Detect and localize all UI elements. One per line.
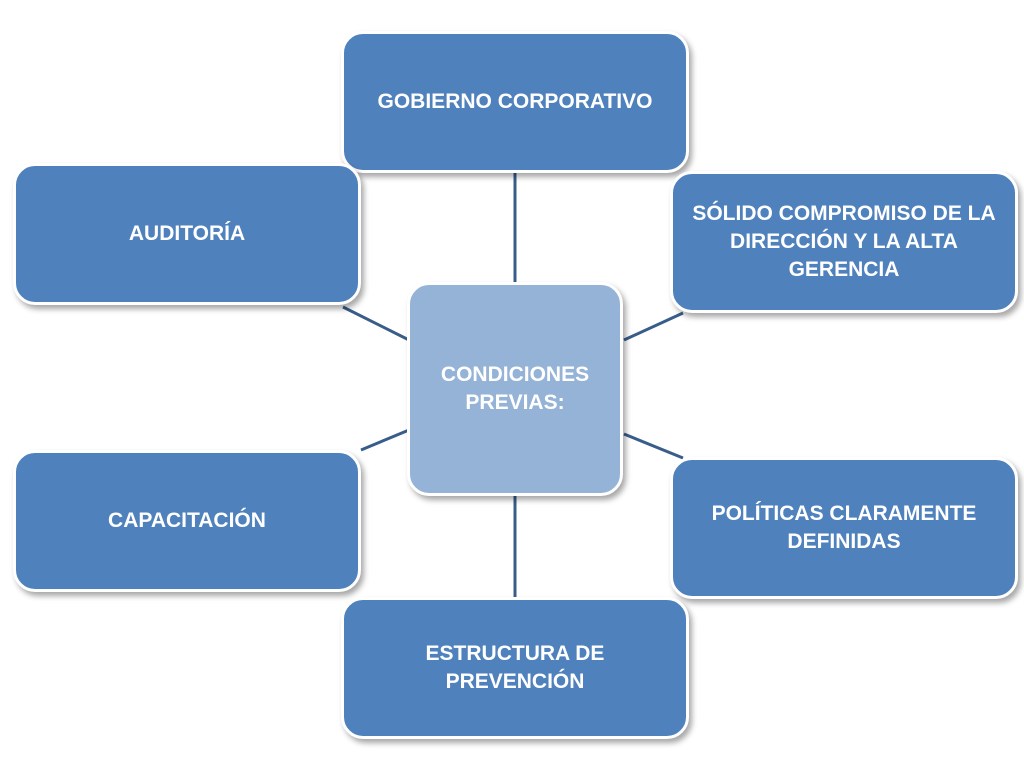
node-label: CAPACITACIÓN: [108, 509, 266, 532]
connector-capacitacion: [360, 428, 410, 452]
node-label: ESTRUCTURA DE PREVENCIÓN: [425, 642, 605, 693]
node-solido-compromiso: SÓLIDO COMPROMISO DE LA DIRECCIÓN Y LA A…: [670, 171, 1018, 313]
node-label: AUDITORÍA: [128, 222, 246, 245]
node-estructura-prevencion: ESTRUCTURA DE PREVENCIÓN: [341, 597, 689, 739]
connector-politicas: [623, 432, 684, 460]
node-capacitacion: CAPACITACIÓN: [13, 450, 361, 592]
node-label: POLÍTICAS CLARAMENTE DEFINIDAS: [711, 502, 977, 553]
node-auditoria: AUDITORÍA: [13, 163, 361, 305]
connector-solido: [623, 311, 684, 342]
center-label: CONDICIONES PREVIAS:: [440, 363, 590, 414]
node-politicas-definidas: POLÍTICAS CLARAMENTE DEFINIDAS: [670, 457, 1018, 599]
node-label: SÓLIDO COMPROMISO DE LA DIRECCIÓN Y LA A…: [692, 202, 996, 281]
connector-auditoria: [342, 305, 410, 342]
node-label: GOBIERNO CORPORATIVO: [377, 90, 653, 113]
center-node-condiciones-previas: CONDICIONES PREVIAS:: [407, 282, 623, 496]
node-gobierno-corporativo: GOBIERNO CORPORATIVO: [341, 31, 689, 173]
